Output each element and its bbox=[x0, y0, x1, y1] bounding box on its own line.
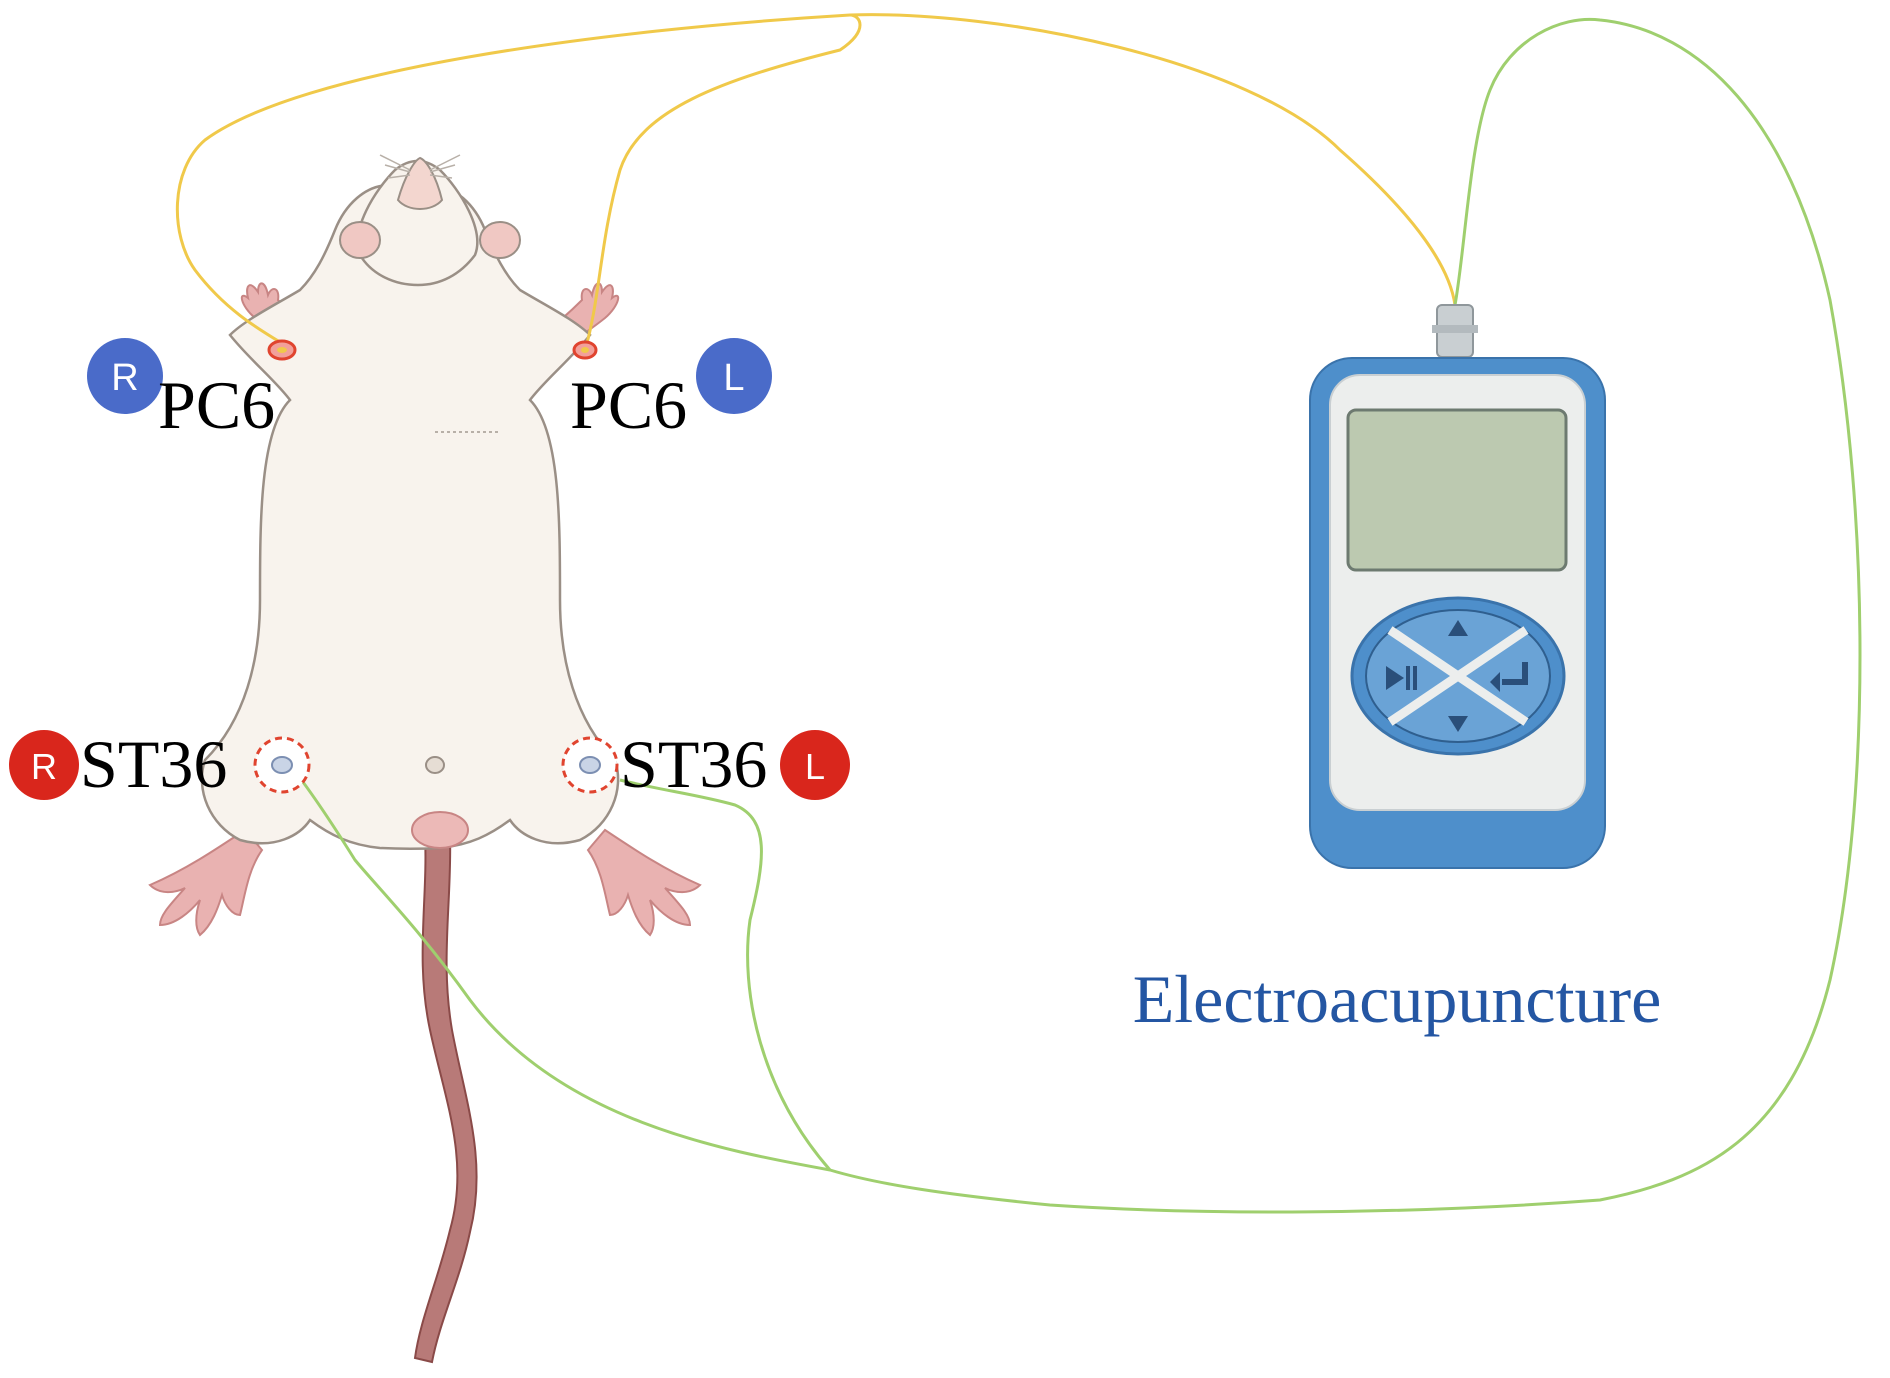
green-wire-st36 bbox=[288, 17, 1862, 1214]
st36-left-badge: L bbox=[780, 730, 850, 800]
device-up-icon bbox=[1448, 620, 1468, 636]
rat-body bbox=[200, 183, 620, 850]
pc6-point-left bbox=[572, 340, 598, 360]
pc6-right-badge: R bbox=[87, 338, 163, 414]
device-enter-icon bbox=[1490, 662, 1528, 692]
st36-point-right bbox=[253, 736, 311, 794]
st36-right-badge: R bbox=[9, 730, 79, 800]
rat-hind-foot-left bbox=[586, 828, 702, 937]
pc6-point-right bbox=[267, 339, 297, 361]
pc6-left-badge-letter: L bbox=[723, 357, 744, 399]
st36-right-badge-letter: R bbox=[31, 746, 57, 787]
pc6-left-badge: L bbox=[696, 338, 772, 414]
rat-genital bbox=[411, 811, 469, 849]
st36-left-badge-letter: L bbox=[805, 746, 825, 787]
pc6-right-badge-letter: R bbox=[111, 357, 138, 399]
rat-ear-right bbox=[339, 221, 381, 259]
rat-head bbox=[356, 159, 479, 287]
pc6-left-label: PC6 bbox=[570, 367, 687, 443]
rat-ear-left bbox=[479, 221, 521, 259]
st36-right-label: ST36 bbox=[80, 726, 227, 802]
pc6-right-label: PC6 bbox=[158, 367, 275, 443]
device-screen bbox=[1346, 408, 1568, 572]
electroacupuncture-device bbox=[1309, 304, 1606, 869]
device-caption: Electroacupuncture bbox=[1133, 961, 1662, 1037]
rat-whiskers bbox=[379, 154, 461, 179]
rat-tail bbox=[413, 834, 478, 1364]
st36-left-label: ST36 bbox=[620, 726, 767, 802]
st36-point-left bbox=[561, 736, 619, 794]
device-play-pause-icon bbox=[1386, 666, 1417, 690]
yellow-wire-pc6 bbox=[175, 13, 1457, 351]
rat-illustration bbox=[148, 154, 702, 1364]
rat-hind-foot-right bbox=[148, 828, 264, 937]
device-control-pad bbox=[1350, 596, 1566, 756]
device-down-icon bbox=[1448, 716, 1468, 732]
rat-navel bbox=[425, 756, 445, 774]
